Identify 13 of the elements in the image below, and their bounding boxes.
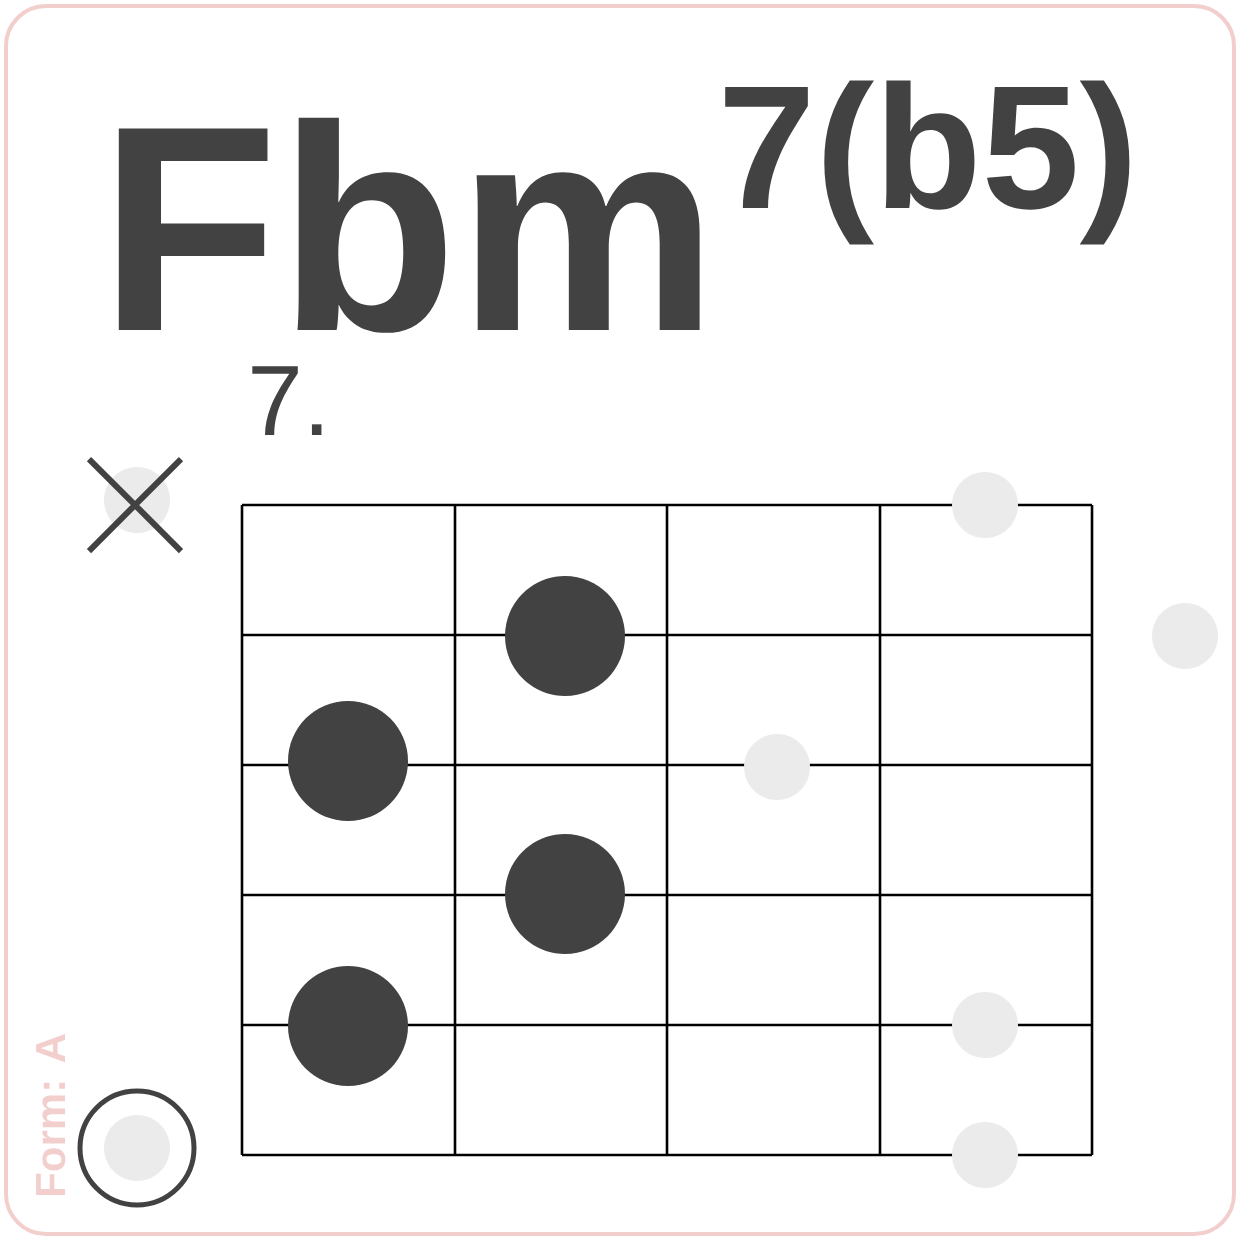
finger-dot <box>288 701 408 821</box>
chord-name: Fbm$^{7(b5)}$ <box>118 80 1130 333</box>
note-dot <box>952 472 1018 538</box>
note-dot <box>952 992 1018 1058</box>
fret-number: 7. <box>252 366 322 435</box>
note-dot <box>744 734 810 800</box>
finger-dot <box>505 834 625 954</box>
note-dot <box>952 1122 1018 1188</box>
note-dot <box>104 467 170 533</box>
finger-dot <box>288 966 408 1086</box>
finger-dot <box>505 576 625 696</box>
x-mark <box>86 456 184 554</box>
open-string-ring <box>77 1088 197 1208</box>
